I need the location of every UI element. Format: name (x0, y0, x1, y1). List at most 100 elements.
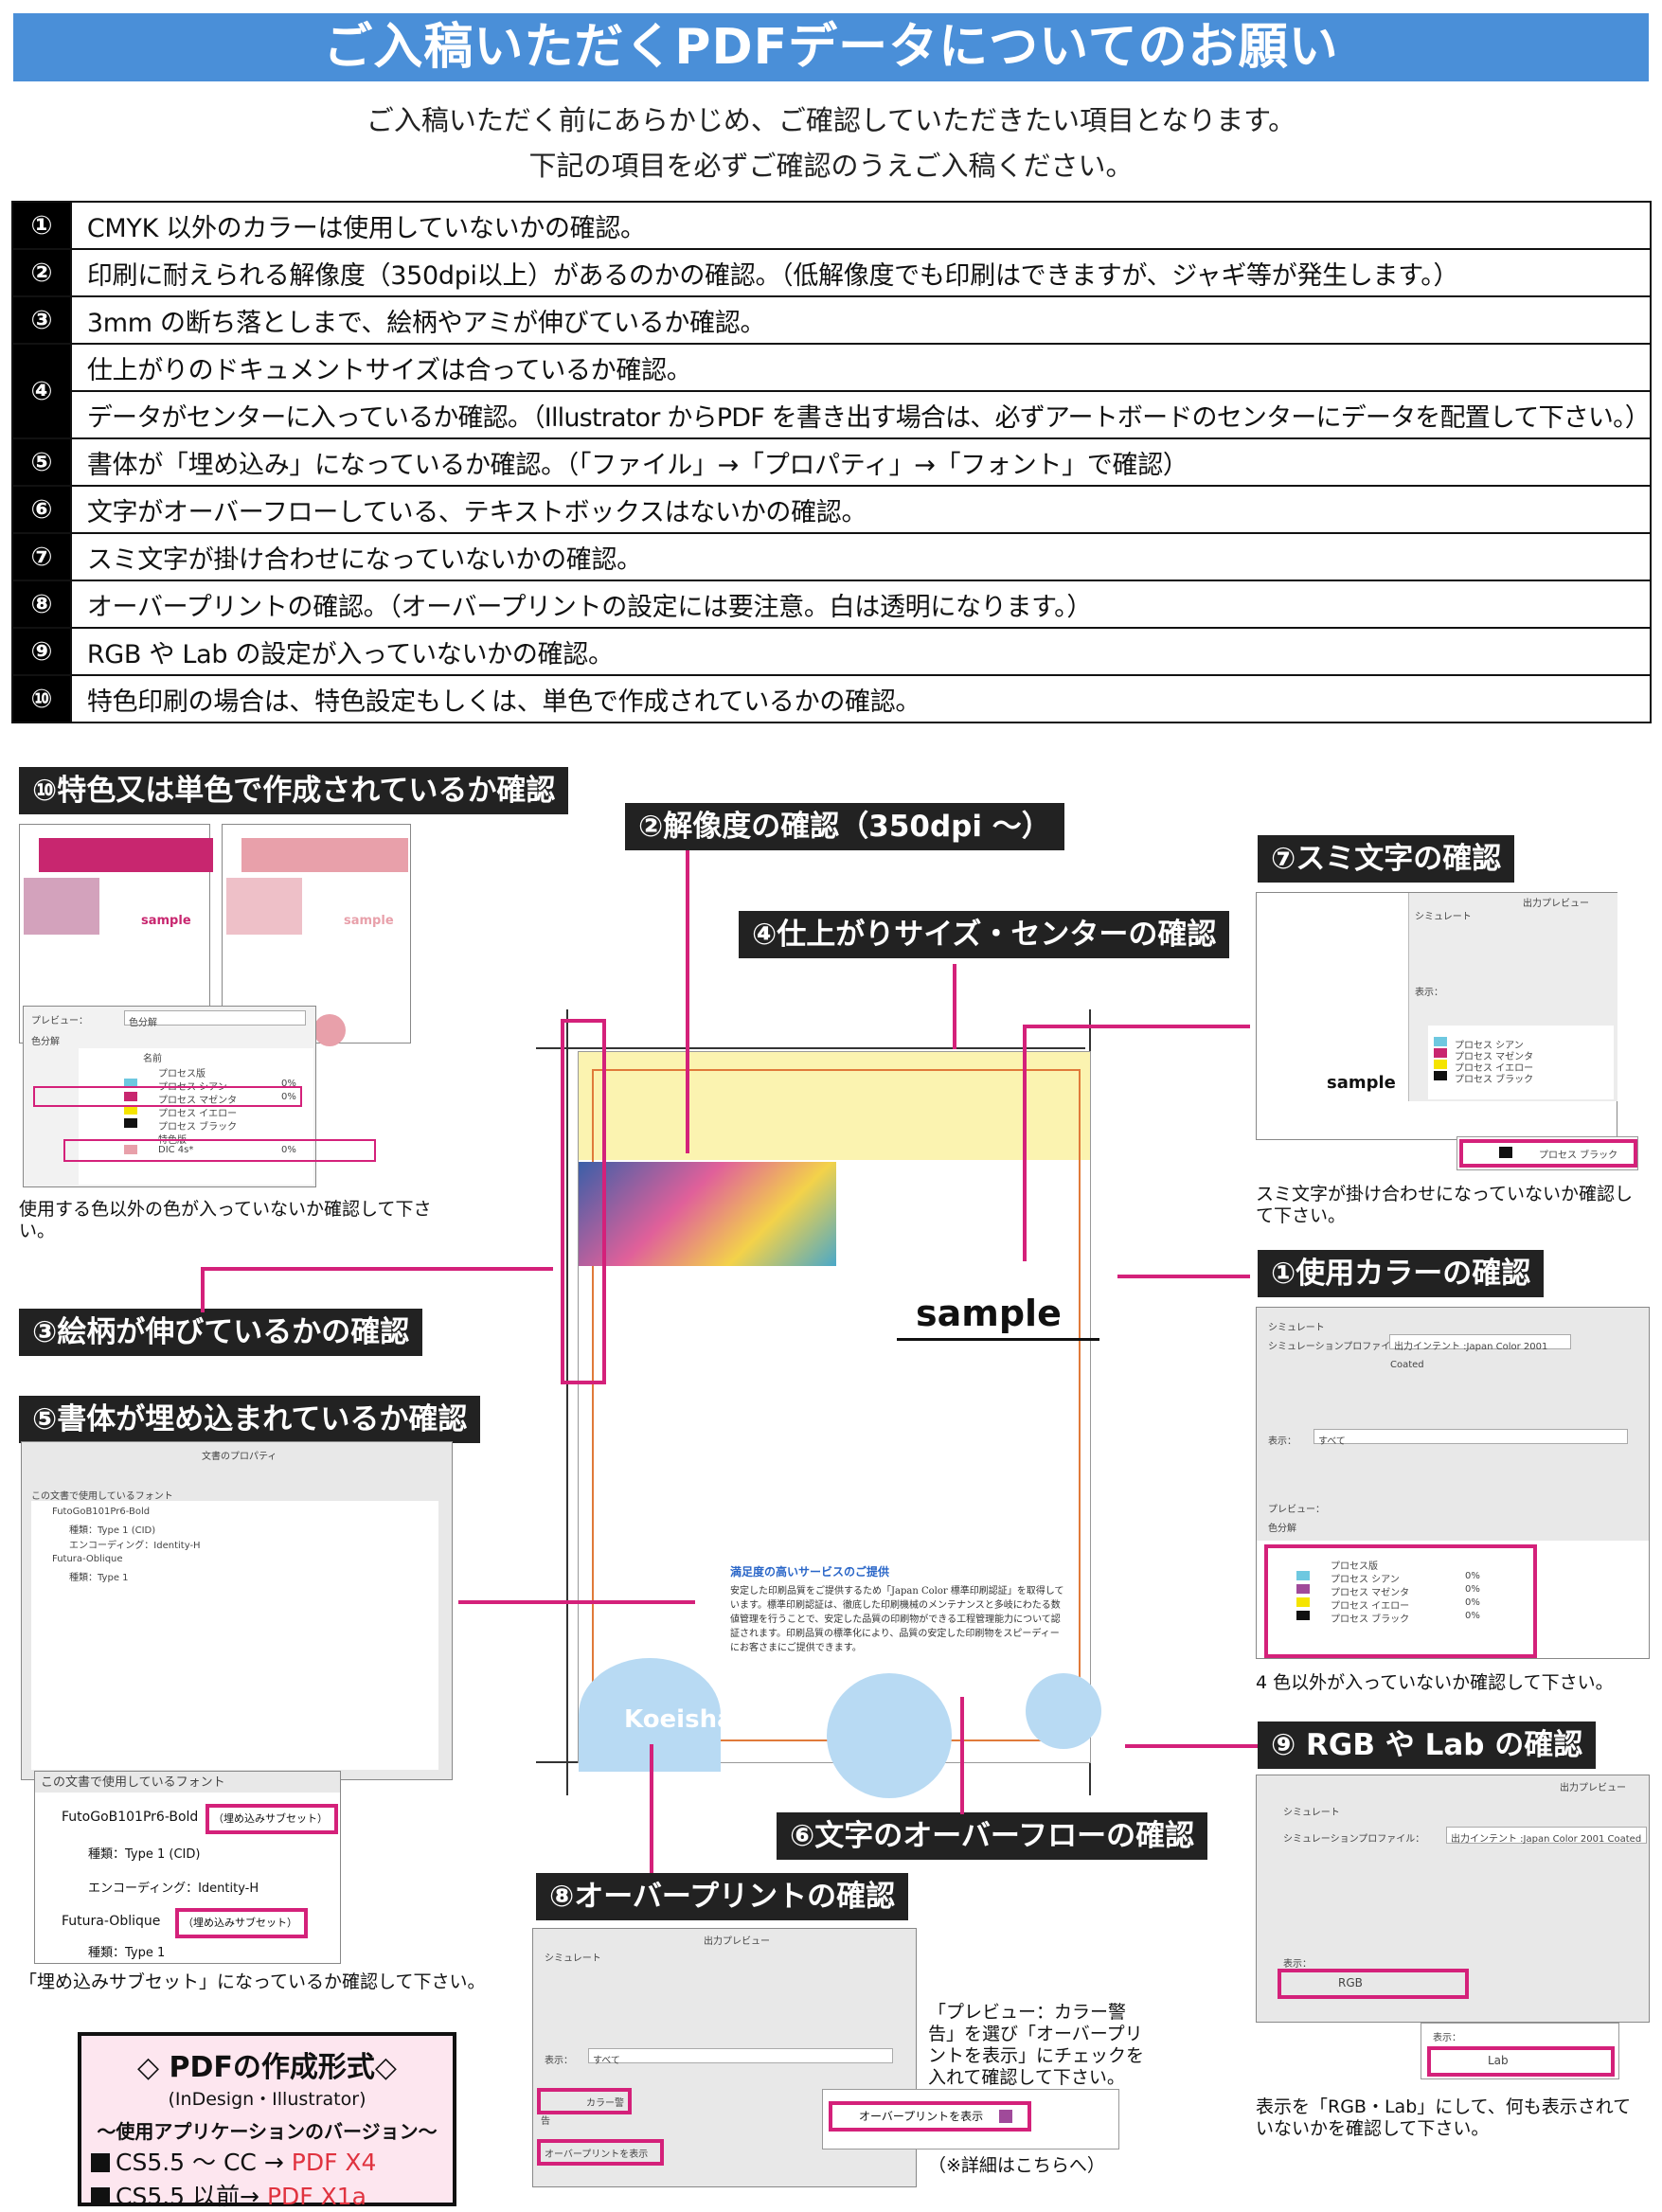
rgb-lab-screenshot: 出力プレビュー シミュレート シミュレーションプロファイル： 出力インテント :… (1256, 1775, 1650, 2023)
font-type: 種類：Type 1 (CID) (88, 1847, 201, 1862)
caption-overprint-link[interactable]: （※詳細はこちらへ） (928, 2155, 1105, 2176)
preview-select[interactable]: 色分解 (124, 1010, 306, 1028)
caption-overprint: 「プレビュー：カラー警告」を選び「オーバープリントを表示」にチェックを入れて確認… (928, 2002, 1145, 2088)
blue-circle-small (1026, 1673, 1101, 1749)
item-number: ⑥ (11, 485, 72, 534)
list-item: 種類：Type 1 (69, 1573, 129, 1583)
subset-highlight-2: （埋め込みサブセット） (175, 1908, 308, 1938)
format-row-value: PDF X1a (266, 2183, 366, 2210)
black-plate-zoom: プロセス ブラック (1456, 1136, 1638, 1170)
dic-swatch (124, 1145, 137, 1154)
photo-placeholder (226, 878, 302, 935)
list-item: プロセス ブラック (158, 1122, 238, 1133)
format-version-header: ～使用アプリケーションのバージョン～ (97, 2120, 438, 2143)
blue-circle-mid (827, 1673, 952, 1798)
item-text: 書体が「埋め込み」になっているか確認。（「ファイル」→「プロパティ」→「フォント… (69, 437, 1653, 487)
cyan-swatch (124, 1079, 137, 1088)
simulate-label: シミュレート (1283, 1808, 1340, 1818)
format-row-1: CS5.5 ～ CC → PDF X4 (81, 2144, 453, 2178)
arrow-overflow (960, 1697, 964, 1814)
list-item: プロセス イエロー (1331, 1601, 1410, 1612)
item-text: 仕上がりのドキュメントサイズは合っているか確認。 (69, 343, 1653, 392)
panel-title: 出力プレビュー (1523, 899, 1589, 909)
cyan-swatch (1434, 1037, 1447, 1046)
display-highlight: RGB (1278, 1969, 1469, 1999)
label-font-embed: ⑤書体が埋め込まれているか確認 (19, 1396, 481, 1443)
service-heading: 満足度の高いサービスのご提供 (730, 1565, 890, 1579)
cyan-swatch (1296, 1571, 1310, 1580)
photo-placeholder (24, 878, 99, 935)
name-column: 名前 (143, 1054, 162, 1064)
font-list: FutoGoB101Pr6-Bold 種類：Type 1 (CID) エンコーデ… (31, 1501, 438, 1770)
percent-value: 0% (281, 1092, 296, 1102)
font-type: 種類：Type 1 (88, 1946, 166, 1960)
font-list-zoom: この文書で使用しているフォント FutoGoB101Pr6-Bold （埋め込み… (34, 1771, 341, 1964)
preview-label: プレビュー： (1268, 1505, 1325, 1515)
pink-band (241, 838, 408, 872)
list-item: FutoGoB101Pr6-Bold (52, 1507, 151, 1517)
item-number: ② (11, 248, 72, 297)
font-encoding: エンコーディング：Identity-H (88, 1882, 259, 1896)
format-row-label: CS5.5 以前→ (116, 2183, 259, 2210)
label-spot-color: ⑩特色又は単色で作成されているか確認 (19, 767, 569, 814)
sample-text: sample (344, 914, 394, 928)
pdf-format-box: ◇ PDFの作成形式◇ (InDesign・Illustrator) ～使用アプ… (78, 2032, 456, 2210)
separation-label: 色分解 (1268, 1524, 1296, 1534)
black-swatch (1296, 1611, 1310, 1620)
display-label: 表示： (1433, 2033, 1461, 2043)
sample-text: sample (141, 914, 191, 928)
display-select[interactable]: すべて (588, 2048, 893, 2066)
page-title: ご入稿いただくPDFデータについてのお願い (13, 13, 1649, 81)
black-plate-highlight (1459, 1139, 1637, 1168)
item-number: ④ (11, 343, 72, 439)
label-overprint: ⑧オーバープリントの確認 (536, 1873, 909, 1920)
display-label: 表示： (1415, 988, 1443, 998)
list-item: プロセス シアン (1331, 1575, 1400, 1585)
sample-text: sample (1327, 1073, 1396, 1093)
plate-list: プロセス版 プロセス シアン プロセス マゼンタ プロセス イエロー プロセス … (1257, 1541, 1649, 1658)
plate-highlight (1264, 1544, 1537, 1658)
caption-font-embed: 「埋め込みサブセット」になっているか確認して下さい。 (19, 1971, 486, 1992)
overprint-checkbox-highlight: オーバープリントを表示 (829, 2101, 1031, 2132)
list-item: プロセス マゼンタ (1331, 1588, 1410, 1598)
arrow-rgb (1125, 1744, 1258, 1748)
fonts-used-heading: この文書で使用しているフォント (31, 1491, 173, 1502)
yellow-swatch (124, 1105, 137, 1115)
label-size-center: ④仕上がりサイズ・センターの確認 (739, 911, 1230, 958)
label-color-usage: ①使用カラーの確認 (1258, 1250, 1545, 1297)
font-name: FutoGoB101Pr6-Bold (62, 1810, 199, 1825)
display-label: 表示： (1268, 1436, 1296, 1447)
panel-title: 出力プレビュー (704, 1936, 770, 1947)
square-bullet-icon (91, 2187, 110, 2206)
profile-select[interactable]: 出力インテント :Japan Color 2001 Coated (1446, 1827, 1647, 1845)
intro-line-2: 下記の項目を必ずご確認のうえご入稿ください。 (528, 150, 1134, 182)
profile-label: シミュレーションプロファイル： (1283, 1834, 1425, 1845)
sample-heading: sample (916, 1293, 1062, 1334)
item-number: ⑩ (11, 674, 72, 723)
font-name: Futura-Oblique (62, 1914, 161, 1929)
percent-value: 0% (1465, 1597, 1480, 1608)
item-text: データがセンターに入っているか確認。（Illustrator からPDF を書き… (69, 390, 1653, 439)
display-label: 表示： (1283, 1959, 1312, 1970)
item-text: オーバープリントの確認。（オーバープリントの設定には要注意。白は透明になります。… (69, 580, 1653, 629)
pink-band (39, 838, 213, 872)
arrow-bleed-h (201, 1267, 553, 1271)
item-number: ⑧ (11, 580, 72, 629)
item-number: ③ (11, 295, 72, 345)
profile-select[interactable]: 出力インテント :Japan Color 2001 Coated (1389, 1334, 1571, 1370)
percent-value: 0% (281, 1145, 296, 1155)
display-select[interactable]: すべて (1314, 1429, 1628, 1447)
overprint-highlight: オーバープリントを表示 (537, 2139, 664, 2166)
list-item: DIC 4s* (158, 1145, 194, 1155)
preview-label: プレビュー： (31, 1016, 88, 1026)
item-text: CMYK 以外のカラーは使用していないかの確認。 (69, 201, 1653, 250)
list-item: プロセス ブラック (1539, 1151, 1618, 1161)
label-resolution: ②解像度の確認（350dpi ～） (625, 803, 1064, 850)
